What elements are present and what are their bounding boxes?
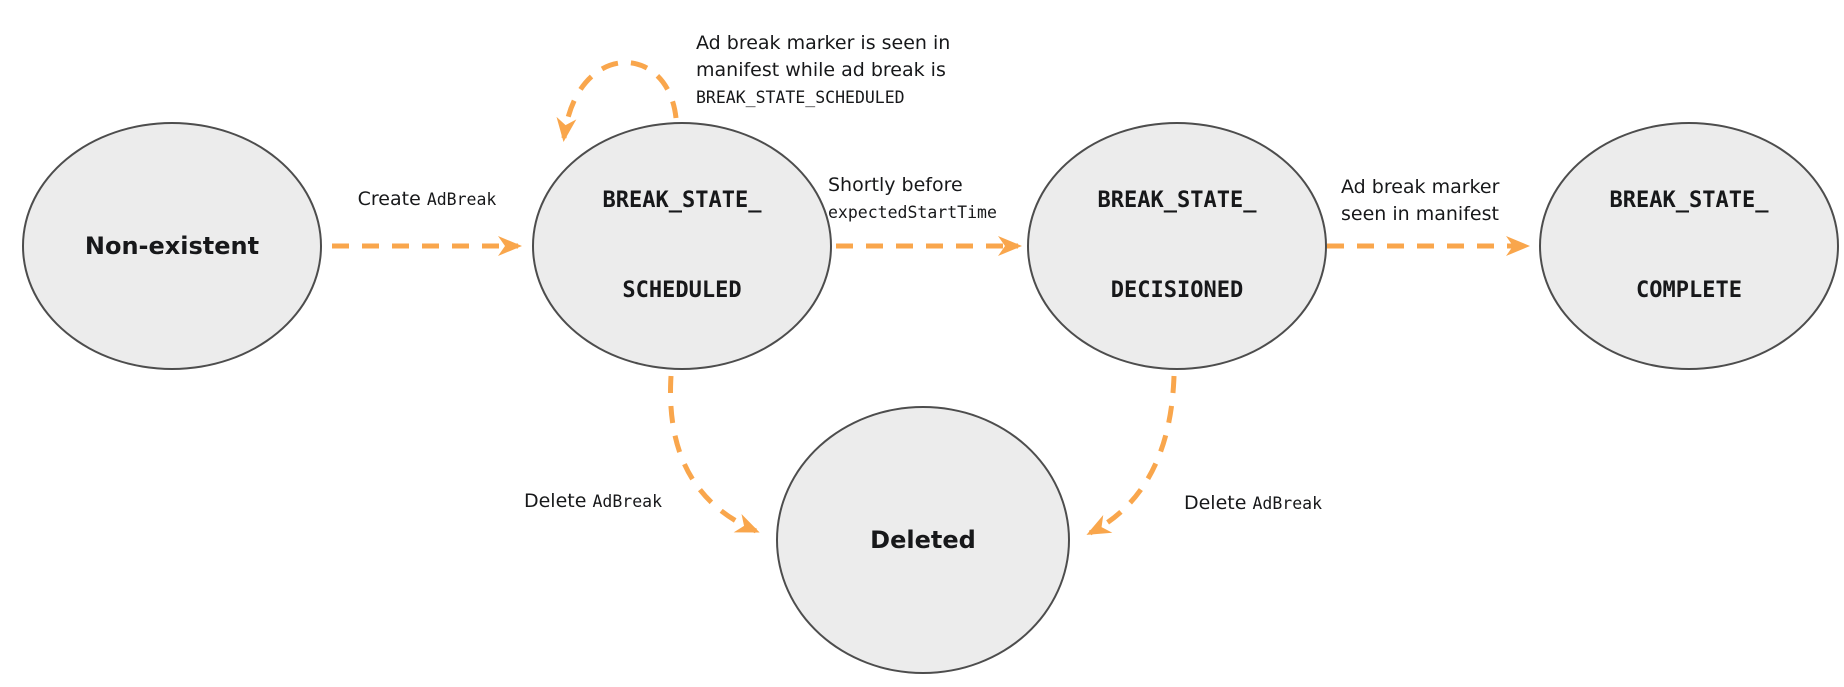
state-node-break-state-decisioned: BREAK_STATE_ DECISIONED: [1027, 122, 1327, 370]
state-label: BREAK_STATE_ DECISIONED: [1097, 188, 1257, 303]
transition-label-create-adbreak: Create AdBreak: [357, 188, 497, 210]
state-node-non-existent: Non-existent: [22, 122, 322, 370]
state-node-break-state-scheduled: BREAK_STATE_ SCHEDULED: [532, 122, 832, 370]
transition-label-shortly-before: Shortly before expectedStartTime: [828, 174, 997, 222]
transition-label-marker-seen: Ad break marker seen in manifest: [1341, 176, 1500, 225]
arrow-decisioned-to-deleted: [1086, 375, 1177, 536]
state-label: BREAK_STATE_ SCHEDULED: [602, 188, 762, 303]
transition-label-delete-adbreak-right: Delete AdBreak: [1183, 492, 1323, 514]
arrow-scheduled-to-deleted: [668, 375, 760, 534]
state-label: BREAK_STATE_ COMPLETE: [1609, 188, 1769, 303]
state-label: Deleted: [870, 526, 976, 554]
state-label: Non-existent: [84, 232, 260, 260]
state-node-deleted: Deleted: [776, 406, 1070, 674]
transition-label-self-loop: Ad break marker is seen in manifest whil…: [696, 32, 951, 107]
arrow-self-loop-scheduled: [556, 60, 679, 142]
transition-label-delete-adbreak-left: Delete AdBreak: [523, 490, 663, 512]
state-node-break-state-complete: BREAK_STATE_ COMPLETE: [1539, 122, 1839, 370]
